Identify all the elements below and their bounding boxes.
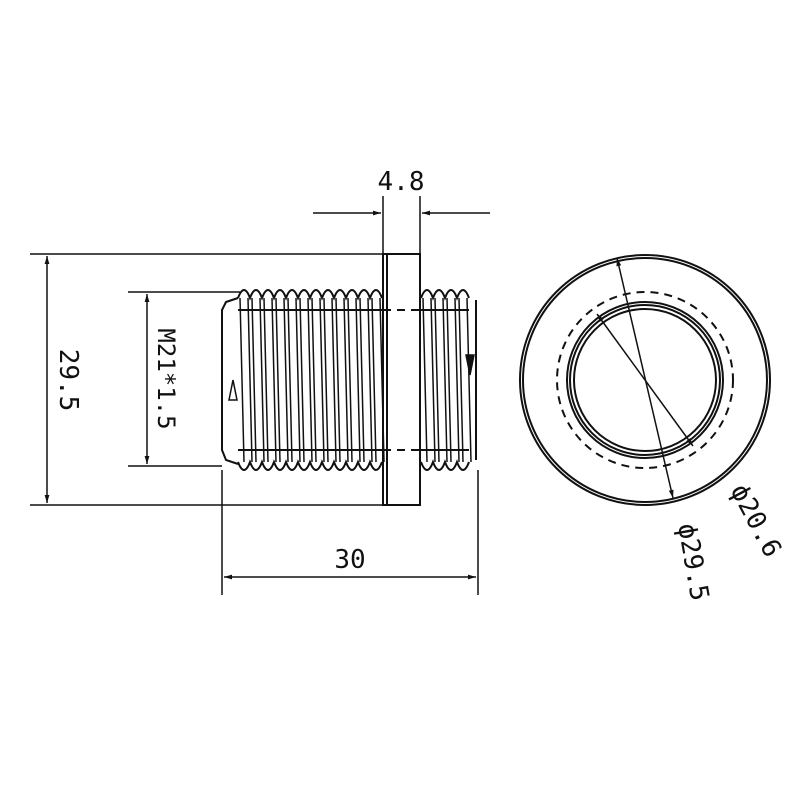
- thread-flank: [335, 297, 349, 463]
- thread-flank: [446, 297, 460, 463]
- side-view: [221, 253, 477, 506]
- dim-overall-length: [221, 470, 479, 595]
- thread-flank: [251, 297, 265, 463]
- thread-flank: [239, 297, 253, 463]
- dim-flange-width-label: 4.8: [378, 167, 425, 197]
- thread-flank: [422, 297, 436, 463]
- dim-inner-diameter-line: [596, 313, 694, 447]
- thread-flank: [458, 297, 472, 463]
- outer-circle: [519, 254, 771, 506]
- dim-overall-height: [30, 253, 383, 506]
- thread-major-hidden-circle: [556, 291, 734, 469]
- thread-flank: [371, 297, 385, 463]
- thread-flank: [287, 297, 301, 463]
- dim-inner-diameter-label: ϕ20.6: [724, 479, 787, 562]
- dim-outer-diameter-label: ϕ29.5: [671, 521, 714, 603]
- thread-end-arrow: [465, 354, 475, 376]
- thread-right: [420, 289, 477, 471]
- dim-thread: [128, 291, 240, 467]
- thread-start-arrow: [228, 379, 238, 401]
- thread-flank: [263, 297, 277, 463]
- thread-crest-bottom: [237, 459, 383, 471]
- dim-overall-length-label: 30: [334, 545, 365, 575]
- dim-flange-width: [313, 196, 490, 254]
- thread-crest-top: [420, 289, 470, 301]
- thread-flank: [275, 297, 289, 463]
- thread-flank: [299, 297, 313, 463]
- thread-flank: [347, 297, 361, 463]
- thread-crest-top: [237, 289, 383, 301]
- flange: [382, 253, 421, 506]
- left-chamfer: [221, 297, 239, 465]
- thread-flank: [311, 297, 325, 463]
- dim-outer-diameter-line: [616, 257, 674, 499]
- thread-flank: [434, 297, 448, 463]
- thread-crest-bottom: [420, 459, 470, 471]
- thread-flank: [359, 297, 373, 463]
- dim-thread-label: M21*1.5: [152, 328, 180, 429]
- thread-left: [237, 289, 385, 471]
- thread-flank: [323, 297, 337, 463]
- end-view: [519, 254, 771, 506]
- dim-overall-height-label: 29.5: [53, 349, 83, 412]
